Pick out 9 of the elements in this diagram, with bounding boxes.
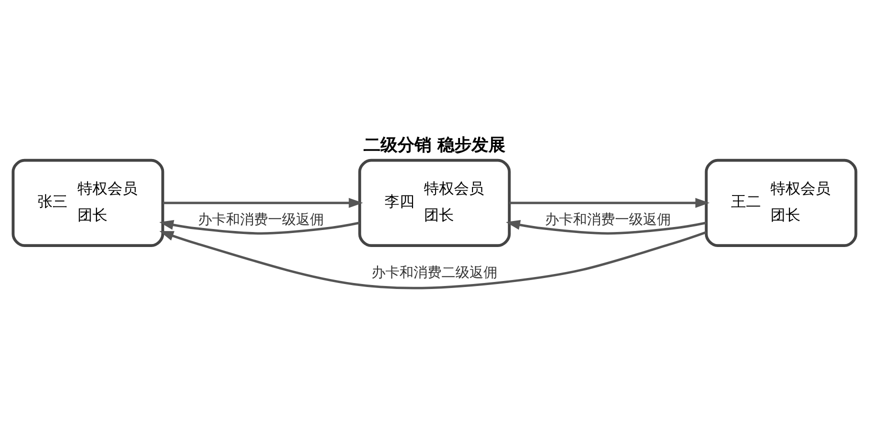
arrow	[509, 197, 710, 208]
arrow	[162, 197, 364, 208]
arrow	[159, 219, 360, 234]
arrow	[506, 219, 706, 234]
arrow	[159, 230, 707, 289]
edge-label: 办卡和消费一级返佣	[198, 211, 324, 228]
diagram-title: 二级分销 稳步发展	[363, 134, 506, 155]
edge-label: 办卡和消费一级返佣	[544, 211, 671, 228]
edge-label: 办卡和消费二级返佣	[372, 264, 498, 280]
